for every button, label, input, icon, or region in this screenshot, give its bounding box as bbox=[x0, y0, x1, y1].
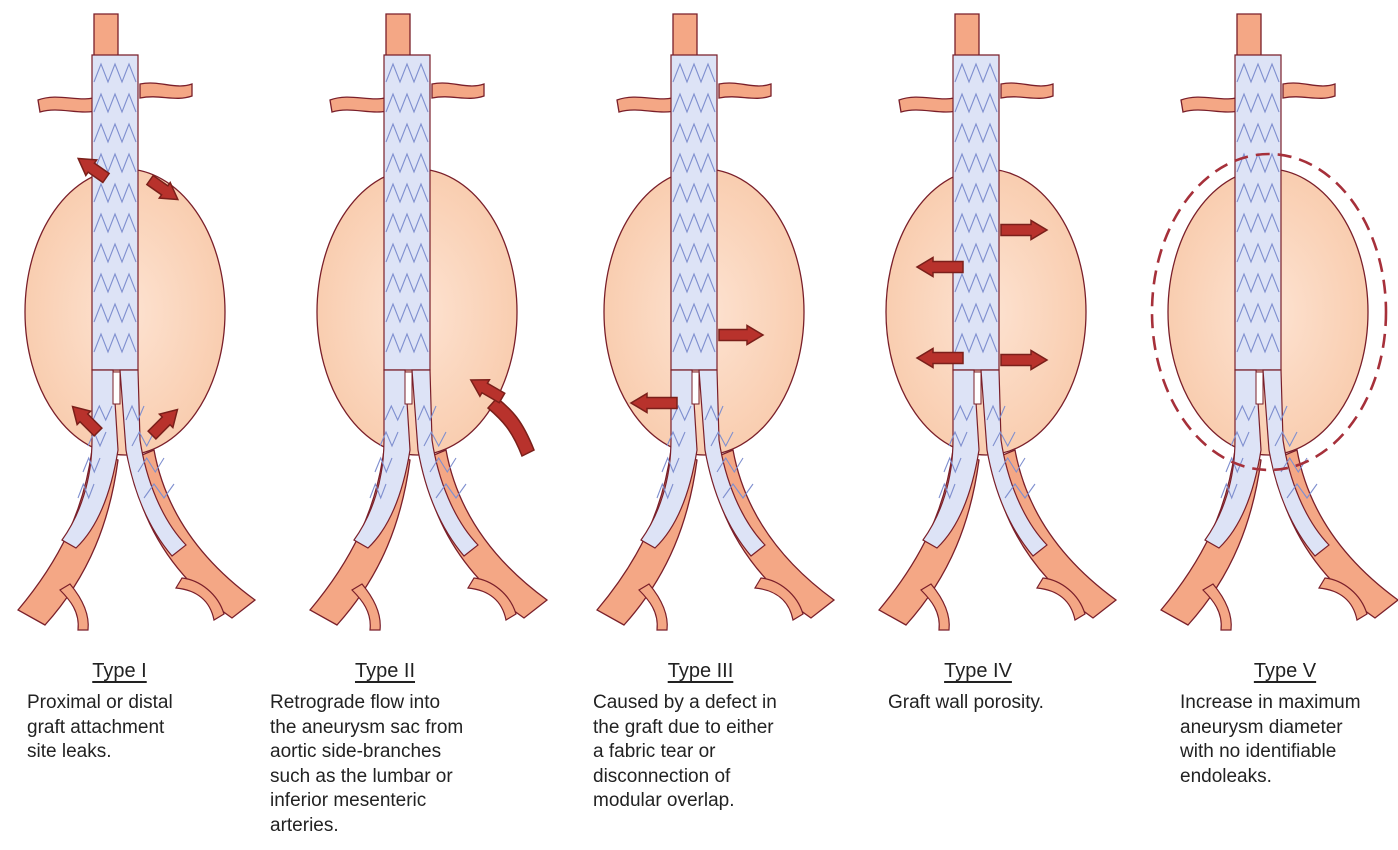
left-renal-artery bbox=[1181, 96, 1243, 112]
graft-bifurcation-gap bbox=[974, 372, 981, 404]
panel-caption-type-5: Type V Increase in maximum aneurysm diam… bbox=[1180, 660, 1395, 789]
left-renal-artery bbox=[617, 96, 679, 112]
retrograde-flow-arrow bbox=[488, 398, 534, 456]
graft-bifurcation-gap bbox=[692, 372, 699, 404]
left-internal-iliac bbox=[639, 584, 667, 630]
panel-description: Graft wall porosity. bbox=[888, 691, 1088, 716]
panel-caption-type-1: Type I Proximal or distal graft attachme… bbox=[27, 660, 227, 765]
panel-title: Type I bbox=[27, 660, 212, 683]
panel-illustration-type-5 bbox=[1152, 14, 1398, 630]
panel-title: Type II bbox=[270, 660, 500, 683]
panel-caption-type-2: Type II Retrograde flow into the aneurys… bbox=[270, 660, 520, 838]
left-internal-iliac bbox=[352, 584, 380, 630]
graft-bifurcation-gap bbox=[1256, 372, 1263, 404]
left-renal-artery bbox=[38, 96, 100, 112]
left-internal-iliac bbox=[1203, 584, 1231, 630]
panel-caption-type-3: Type III Caused by a defect in the graft… bbox=[593, 660, 833, 814]
right-iliac-artery bbox=[130, 450, 255, 618]
right-iliac-artery bbox=[709, 450, 834, 618]
aortic-neck bbox=[1237, 14, 1261, 60]
left-internal-iliac bbox=[921, 584, 949, 630]
panel-description: Proximal or distal graft attachment site… bbox=[27, 691, 227, 765]
aortic-neck bbox=[955, 14, 979, 60]
panel-description: Increase in maximum aneurysm diameter wi… bbox=[1180, 691, 1395, 789]
aortic-neck bbox=[386, 14, 410, 60]
right-renal-artery bbox=[1001, 83, 1053, 98]
graft-bifurcation-gap bbox=[405, 372, 412, 404]
left-internal-iliac bbox=[60, 584, 88, 630]
left-renal-artery bbox=[899, 96, 961, 112]
aortic-neck bbox=[94, 14, 118, 60]
right-renal-artery bbox=[719, 83, 771, 98]
panel-illustration-type-1 bbox=[18, 14, 255, 630]
panel-description: Retrograde flow into the aneurysm sac fr… bbox=[270, 691, 520, 838]
right-iliac-artery bbox=[422, 450, 547, 618]
right-renal-artery bbox=[140, 83, 192, 98]
aortic-neck bbox=[673, 14, 697, 60]
endoleak-diagram bbox=[0, 0, 1398, 650]
panel-illustration-type-4 bbox=[879, 14, 1116, 630]
panel-title: Type IV bbox=[888, 660, 1068, 683]
panel-description: Caused by a defect in the graft due to e… bbox=[593, 691, 833, 814]
left-renal-artery bbox=[330, 96, 392, 112]
right-renal-artery bbox=[432, 83, 484, 98]
graft-bifurcation-gap bbox=[113, 372, 120, 404]
panel-caption-type-4: Type IV Graft wall porosity. bbox=[888, 660, 1088, 716]
right-iliac-artery bbox=[1273, 450, 1398, 618]
right-renal-artery bbox=[1283, 83, 1335, 98]
panel-illustration-type-2 bbox=[310, 14, 547, 630]
panel-title: Type III bbox=[593, 660, 808, 683]
panel-title: Type V bbox=[1180, 660, 1390, 683]
panel-illustration-type-3 bbox=[597, 14, 834, 630]
right-iliac-artery bbox=[991, 450, 1116, 618]
